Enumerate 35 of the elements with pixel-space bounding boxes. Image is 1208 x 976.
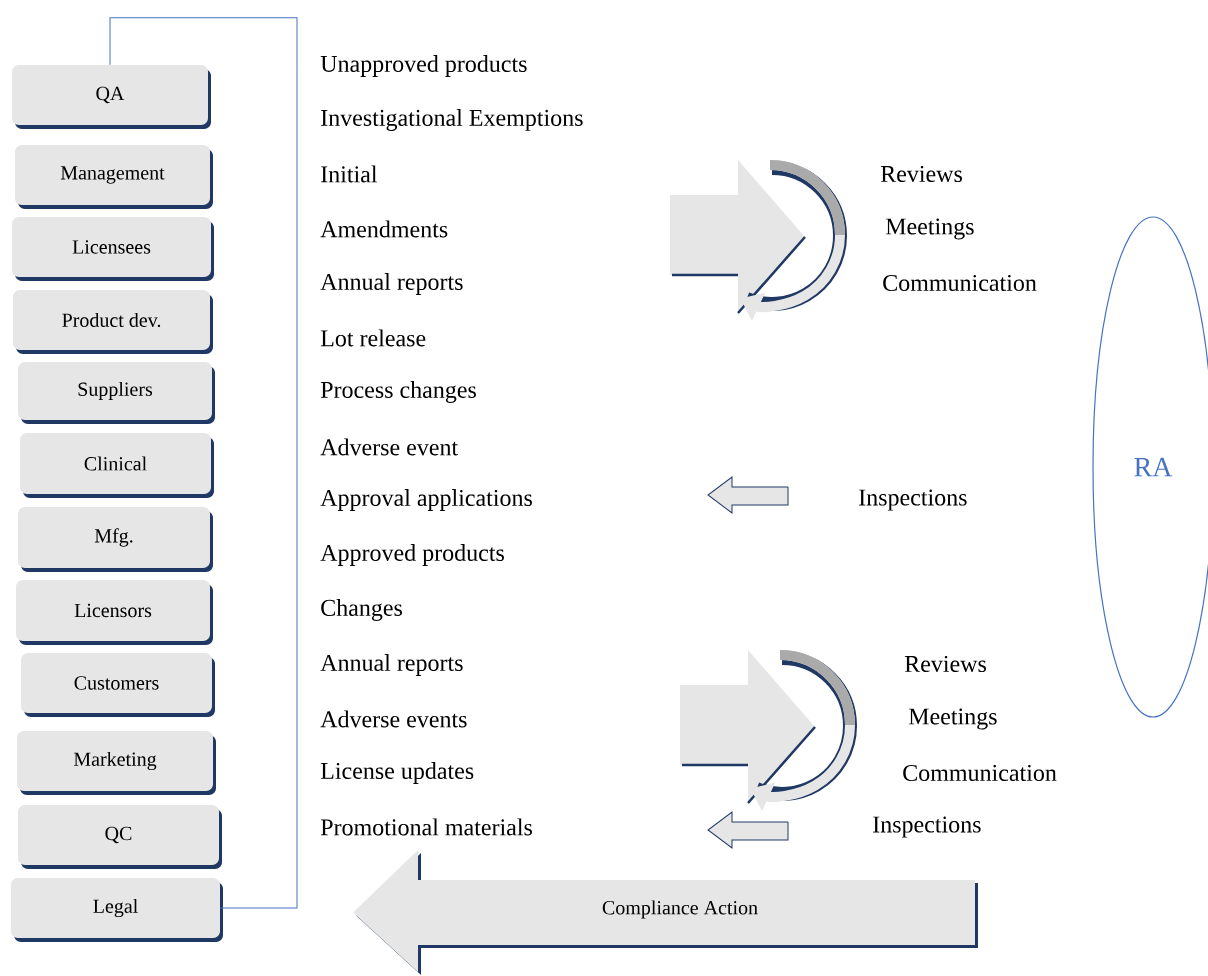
rounded-box: QA [12,65,211,129]
rounded-box: Licensors [16,580,213,645]
rounded-box: QC [18,805,222,869]
list-text: Approval applications [320,489,532,511]
list-text: Unapproved products [320,55,527,77]
list-text: Process changes [320,381,476,403]
list-text: Amendments [320,220,448,238]
list-text: Annual reports [320,654,463,676]
list-text: Meetings [908,708,997,730]
list-text: Adverse events [320,710,467,728]
list-text: Communication [903,764,1057,782]
list-text: Lot release [320,329,426,347]
rounded-box: Legal [11,878,223,942]
rounded-box: Marketing [17,731,216,795]
rounded-box: Customers [21,653,215,717]
rounded-box: Product dev. [13,290,213,354]
bracket-line [109,17,298,909]
list-text: License updates [320,762,474,784]
list-text: Changes [321,599,402,621]
list-text: Investigational Exemptions [321,109,583,131]
rounded-box: Mfg. [18,507,213,572]
rounded-box: Licensees [12,217,214,281]
list-text: Inspections [859,489,967,511]
rounded-box: Clinical [20,433,214,498]
list-text: Approved products [320,544,504,566]
list-text: Annual reports [320,273,463,295]
list-text: Promotional materials [320,818,532,836]
rounded-box: Suppliers [18,362,215,424]
list-text: Adverse event [320,438,458,456]
list-text: Initial [321,165,378,183]
rounded-box: Management [15,145,213,209]
list-text: Meetings [885,218,974,240]
list-text: Reviews [880,165,962,183]
list-text: Communication [883,274,1037,292]
list-text: Reviews [904,655,986,673]
